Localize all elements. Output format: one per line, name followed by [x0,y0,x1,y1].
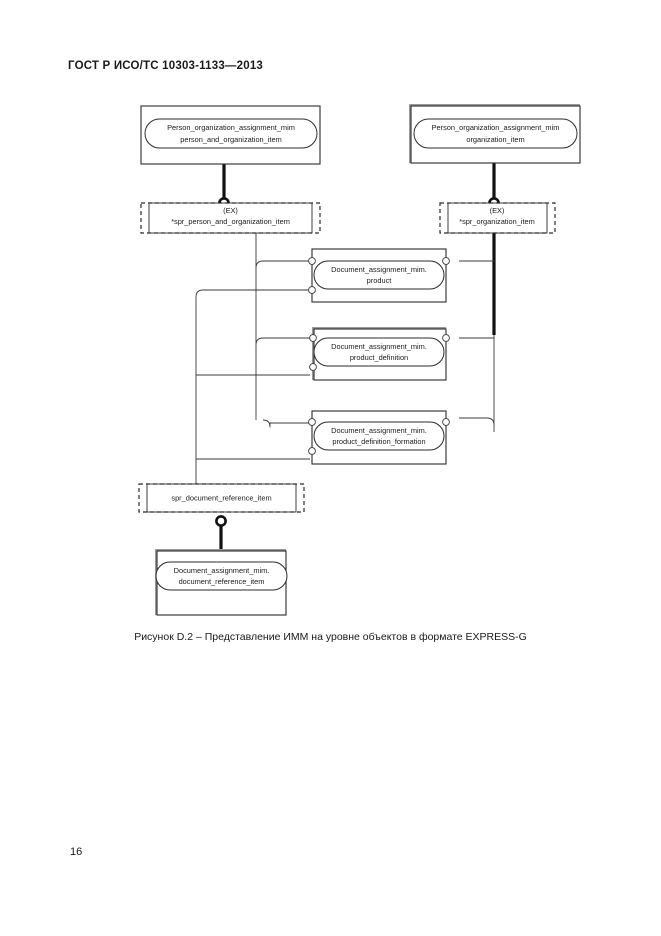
select-box-inner [148,202,313,234]
entity-box [311,248,447,303]
entity-box [410,105,581,164]
select-box-outer [140,202,321,234]
entity-person-and-organization-item[interactable]: Person_organization_assignment_mim perso… [140,105,321,165]
select-spr-person-and-organization-item[interactable]: (EX) *spr_person_and_organization_item [140,202,321,234]
select-name: *spr_organization_item [459,217,535,226]
entity-label-pill [144,118,318,149]
relationship-circle-right [488,197,500,209]
relationship-circle-left [218,197,230,209]
port-left-bottom [309,363,317,371]
entity-label-line2: organization_item [466,135,524,144]
branch-right-to-pdf [459,417,495,426]
port-left-top [308,418,316,426]
entity-product-definition[interactable]: Document_assignment_mim. product_definit… [309,327,450,381]
entity-box-shadow [155,549,286,615]
select-spr-organization-item[interactable]: (EX) *spr_organization_item [439,202,556,234]
entity-label-pill [313,421,445,451]
port-right [442,418,450,426]
entity-box-shadow [312,327,446,380]
entity-label-pill [413,118,578,149]
select-box-inner [447,202,548,234]
entity-label-line2: product [367,276,392,285]
entity-box [156,550,287,616]
select-name: spr_document_reference_item [171,493,271,502]
entity-label-line2: product_definition [350,353,408,362]
page-number: 16 [70,846,83,858]
branch-left-to-pd-top [255,337,310,346]
select-box-outer [439,202,556,234]
branch-left-to-pdf-top [262,419,310,428]
select-name: *spr_person_and_organization_item [171,217,290,226]
entity-label-line2: person_and_organization_item [180,135,282,144]
entity-label-line1: Document_assignment_mim. [174,566,270,575]
entity-product-definition-formation[interactable]: Document_assignment_mim. product_definit… [308,410,450,465]
page-header: ГОСТ Р ИСО/ТС 10303-1133—2013 [68,60,264,72]
select-box-inner [146,483,297,513]
entity-label-line1: Person_organization_assignment_mim [432,123,560,132]
entity-label-line2: document_reference_item [179,577,265,586]
relationship-circle-doc-ref [215,515,227,527]
figure-caption: Рисунок D.2 – Представление ИММ на уровн… [134,631,527,643]
connector-layer [190,163,496,551]
entity-organization-item[interactable]: Person_organization_assignment_mim organ… [409,104,581,164]
entity-box-shadow [409,104,580,163]
select-box-outer [138,483,305,513]
entity-label-line1: Document_assignment_mim. [331,342,427,351]
port-left-bottom [308,447,316,455]
entity-box [311,410,447,465]
entity-label-line1: Document_assignment_mim. [331,426,427,435]
entity-label-pill [155,561,288,591]
entity-box [140,105,321,165]
entity-box [313,328,447,381]
select-marker: (EX) [490,206,505,215]
entity-product[interactable]: Document_assignment_mim. product [308,248,450,303]
entity-label-line1: Document_assignment_mim. [331,265,427,274]
port-left-bottom [308,286,316,294]
port-right [442,257,450,265]
select-spr-document-reference-item[interactable]: spr_document_reference_item [138,483,305,513]
select-marker: (EX) [223,206,238,215]
port-left-top [309,334,317,342]
branch-left-to-product-top [255,260,310,269]
entity-label-pill [313,260,445,290]
entity-document-reference-item[interactable]: Document_assignment_mim. document_refere… [155,549,288,616]
entity-label-line2: product_definition_formation [332,437,425,446]
branch-left-outer-to-product [195,289,310,484]
entity-label-line1: Person_organization_assignment_mim [167,123,295,132]
port-left-top [308,257,316,265]
port-right [442,334,450,342]
entity-label-pill [313,337,445,367]
